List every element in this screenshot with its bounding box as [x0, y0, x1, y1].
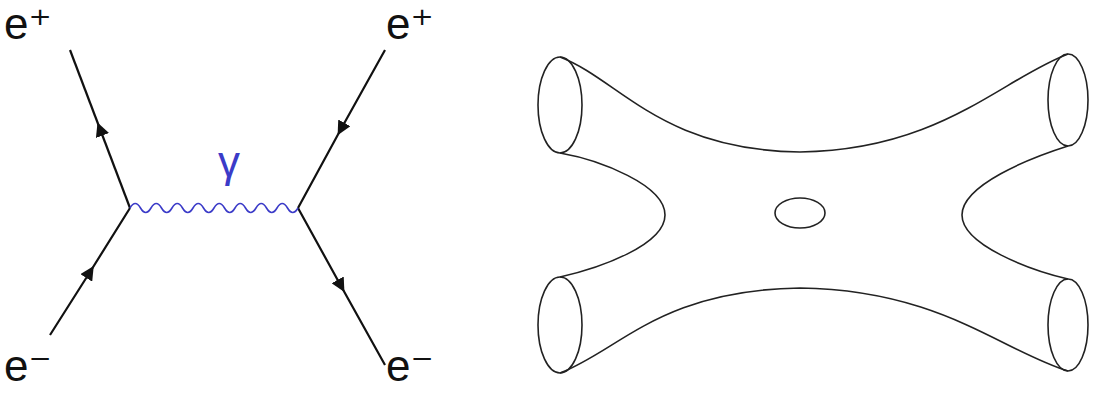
fermion-line [298, 208, 385, 365]
feynman-diagram [50, 50, 385, 365]
tube-end [1048, 54, 1088, 146]
tube-end [1048, 279, 1088, 371]
photon-line [130, 204, 298, 213]
particle-label: e⁻ [386, 342, 434, 390]
fermion-line [70, 50, 130, 208]
fermion-line [298, 50, 385, 208]
sheet-edge [560, 54, 1068, 152]
particle-label: e⁺ [386, 0, 434, 48]
loop-hole [775, 198, 825, 228]
tube-end [538, 57, 582, 153]
photon-label: γ [218, 138, 240, 186]
tube-end [538, 277, 582, 373]
particle-label: e⁺ [4, 0, 52, 48]
sheet-edge [962, 146, 1068, 279]
fermion-line [50, 208, 130, 335]
particle-label: e⁻ [4, 342, 52, 390]
string-worldsheet [538, 54, 1088, 373]
sheet-edge [560, 288, 1068, 373]
sheet-edge [560, 153, 665, 277]
